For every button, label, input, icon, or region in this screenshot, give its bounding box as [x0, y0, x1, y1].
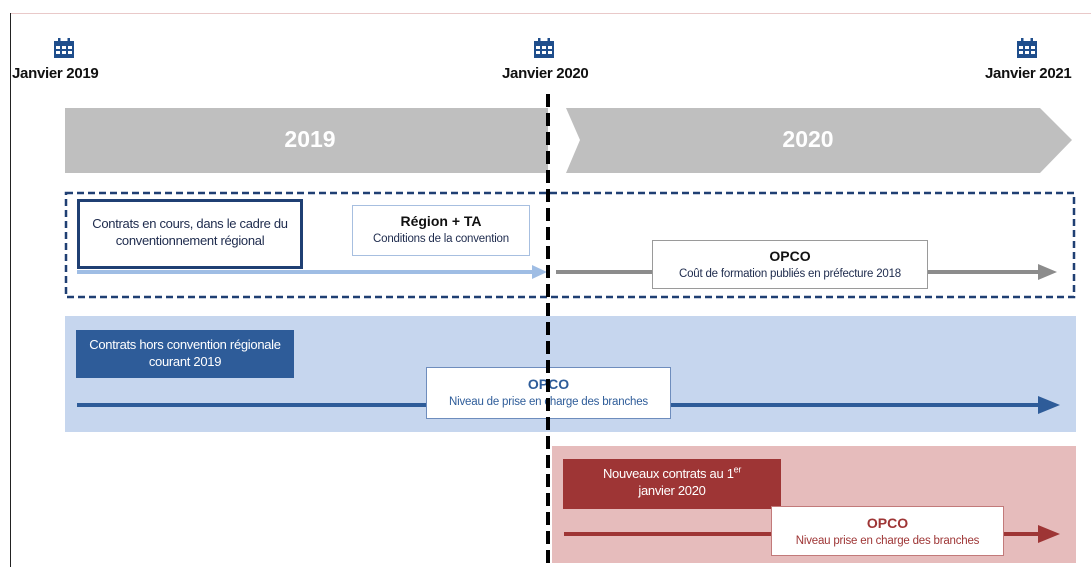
opco-cost-subtitle: Coût de formation publiés en préfecture …: [679, 268, 901, 280]
date-label-2019: Janvier 2019: [12, 65, 99, 82]
opco-nouveaux-title: OPCO: [866, 515, 909, 531]
frame-top-border: [10, 13, 1091, 14]
region-title: Région + TA: [400, 213, 482, 229]
current-contracts-text: Contrats en cours, dans le cadre du conv…: [92, 216, 288, 248]
arrow-region-head: [532, 265, 547, 279]
nouveaux-contrats-main: Nouveaux contrats au 1: [602, 466, 734, 481]
arrow-nouveaux-head: [1038, 525, 1060, 543]
january-2020-divider: [546, 94, 550, 567]
year-2020-chevron: [548, 108, 1072, 173]
calendar-icon: [1017, 38, 1037, 58]
chevron-gap: [548, 108, 580, 173]
opco-nouveaux-box: OPCO Niveau prise en charge des branches: [771, 506, 1004, 556]
year-2020-label: 2020: [782, 126, 834, 152]
region-box: Région + TA Conditions de la convention: [352, 205, 530, 256]
nouveaux-contrats-tail: janvier 2020: [638, 483, 706, 498]
opco-cost-box: OPCO Coût de formation publiés en préfec…: [652, 240, 928, 289]
year-2019-label: 2019: [284, 126, 336, 152]
calendar-icon: [534, 38, 554, 58]
opco-cost-title: OPCO: [769, 248, 811, 264]
date-label-2020: Janvier 2020: [502, 65, 589, 82]
hors-convention-label: Contrats hors convention régionale coura…: [89, 337, 281, 369]
section1-dashed-frame: [64, 191, 1076, 299]
date-label-2021: Janvier 2021: [985, 65, 1072, 82]
hors-convention-label-box: Contrats hors convention régionale coura…: [76, 330, 294, 378]
nouveaux-contrats-label: Nouveaux contrats au 1er janvier 2020: [563, 465, 781, 499]
nouveaux-contrats-sup: er: [733, 464, 742, 475]
arrow-opco-head: [1038, 264, 1057, 280]
current-contracts-box: Contrats en cours, dans le cadre du conv…: [77, 199, 303, 269]
year-2019-band: [65, 108, 548, 173]
calendar-icon: [54, 38, 74, 58]
region-subtitle: Conditions de la convention: [373, 233, 509, 245]
nouveaux-contrats-label-box: Nouveaux contrats au 1er janvier 2020: [563, 459, 781, 509]
opco-nouveaux-subtitle: Niveau prise en charge des branches: [795, 535, 980, 547]
arrow-hors-convention-head: [1038, 396, 1060, 414]
frame-left-border: [10, 13, 11, 567]
